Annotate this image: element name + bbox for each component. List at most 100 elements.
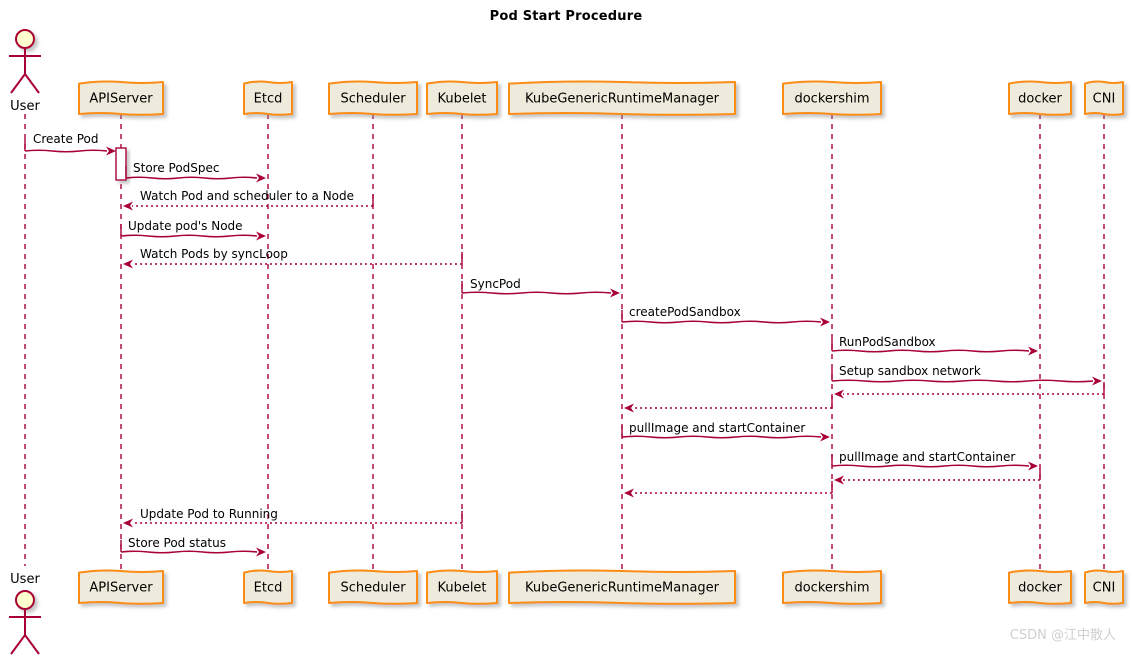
message-13[interactable]: pullImage and startContainer [831,450,1038,471]
message-label: pullImage and startContainer [839,450,1015,464]
message-6[interactable]: SyncPod [461,277,620,298]
message-16[interactable]: Update Pod to Running [123,507,463,528]
actor-label: User [10,99,40,114]
participant-label: Scheduler [340,581,406,596]
participant-label: docker [1018,581,1062,596]
participant-label: APIServer [89,581,153,596]
participant-box-dockershim-bottom[interactable]: dockershim [782,569,882,605]
message-arrowhead [1092,376,1102,386]
activation-bar-apiserver [115,147,127,181]
message-label: pullImage and startContainer [629,421,805,435]
participant-label: KubeGenericRuntimeManager [525,581,720,596]
message-7[interactable]: createPodSandbox [621,305,830,327]
message-arrowhead [123,259,133,269]
message-label: RunPodSandbox [839,335,936,349]
participant-box-kubelet-top[interactable]: Kubelet [426,80,498,116]
message-line [621,320,822,324]
lifelines-group [24,114,1105,571]
actor-user-bottom[interactable]: User [9,572,41,655]
participant-label: CNI [1093,92,1116,107]
message-line [831,464,1030,468]
participant-box-dockershim-top[interactable]: dockershim [782,80,882,116]
participant-box-scheduler-top[interactable]: Scheduler [328,80,418,116]
participant-box-scheduler-bottom[interactable]: Scheduler [328,569,418,605]
message-3[interactable]: Watch Pod and scheduler to a Node [123,189,374,211]
participant-box-kubegenericruntimemanager-bottom[interactable]: KubeGenericRuntimeManager [508,569,736,605]
participant-box-apiserver-bottom[interactable]: APIServer [78,569,164,605]
participant-label: Kubelet [437,92,486,107]
message-arrowhead [820,317,830,327]
message-arrowhead [256,173,266,183]
message-label: Watch Pods by syncLoop [140,247,288,261]
message-label: Update pod's Node [128,219,243,233]
message-11[interactable] [624,396,833,413]
message-line [461,291,612,295]
message-15[interactable] [624,481,833,498]
message-arrowhead [256,231,266,241]
participant-label: dockershim [794,581,869,596]
message-4[interactable]: Update pod's Node [120,219,266,241]
message-line [831,349,1030,353]
message-line [621,435,822,439]
message-arrowhead [820,432,830,442]
message-arrowhead [106,146,116,156]
message-line [120,550,258,554]
participant-box-docker-top[interactable]: docker [1008,80,1072,116]
participant-label: CNI [1093,581,1116,596]
message-label: Watch Pod and scheduler to a Node [140,189,354,203]
message-line [120,234,258,238]
participant-box-kubegenericruntimemanager-top[interactable]: KubeGenericRuntimeManager [508,80,736,116]
message-arrowhead [624,403,634,413]
message-label: Update Pod to Running [140,507,278,521]
csdn-watermark: CSDN @江中散人 [1009,628,1116,643]
message-5[interactable]: Watch Pods by syncLoop [123,247,463,269]
participant-box-kubelet-bottom[interactable]: Kubelet [426,569,498,605]
actor-user-top[interactable]: User [9,29,41,114]
participant-box-cni-bottom[interactable]: CNI [1084,569,1124,605]
message-8[interactable]: RunPodSandbox [831,335,1038,356]
participant-box-etcd-top[interactable]: Etcd [243,80,293,116]
message-line [24,149,108,153]
participant-label: dockershim [794,92,869,107]
page-title: Pod Start Procedure [489,9,643,24]
message-label: Create Pod [33,132,98,146]
participant-box-etcd-bottom[interactable]: Etcd [243,569,293,605]
message-line [125,176,258,180]
participant-label: Etcd [254,581,283,596]
participant-label: APIServer [89,92,153,107]
participant-box-docker-bottom[interactable]: docker [1008,569,1072,605]
activations-group [115,147,127,181]
message-arrowhead [834,475,844,485]
message-label: Setup sandbox network [839,364,981,378]
participant-label: Scheduler [340,92,406,107]
message-label: Store PodSpec [133,161,220,175]
message-17[interactable]: Store Pod status [120,536,266,557]
participant-box-apiserver-top[interactable]: APIServer [78,80,164,116]
message-line [831,379,1094,383]
message-1[interactable]: Create Pod [24,132,116,156]
message-9[interactable]: Setup sandbox network [831,364,1102,386]
message-arrowhead [123,518,133,528]
message-arrowhead [834,389,844,399]
participant-box-cni-top[interactable]: CNI [1084,80,1124,116]
message-label: createPodSandbox [629,305,741,319]
message-label: SyncPod [470,277,521,291]
message-10[interactable] [834,382,1105,399]
message-2[interactable]: Store PodSpec [125,161,266,183]
message-14[interactable] [834,468,1041,485]
participant-label: Etcd [254,92,283,107]
message-arrowhead [1028,346,1038,356]
participant-label: docker [1018,92,1062,107]
message-arrowhead [123,201,133,211]
actor-label: User [10,572,40,587]
participant-label: KubeGenericRuntimeManager [525,92,720,107]
message-12[interactable]: pullImage and startContainer [621,421,830,442]
participant-label: Kubelet [437,581,486,596]
message-arrowhead [256,547,266,557]
message-arrowhead [610,288,620,298]
